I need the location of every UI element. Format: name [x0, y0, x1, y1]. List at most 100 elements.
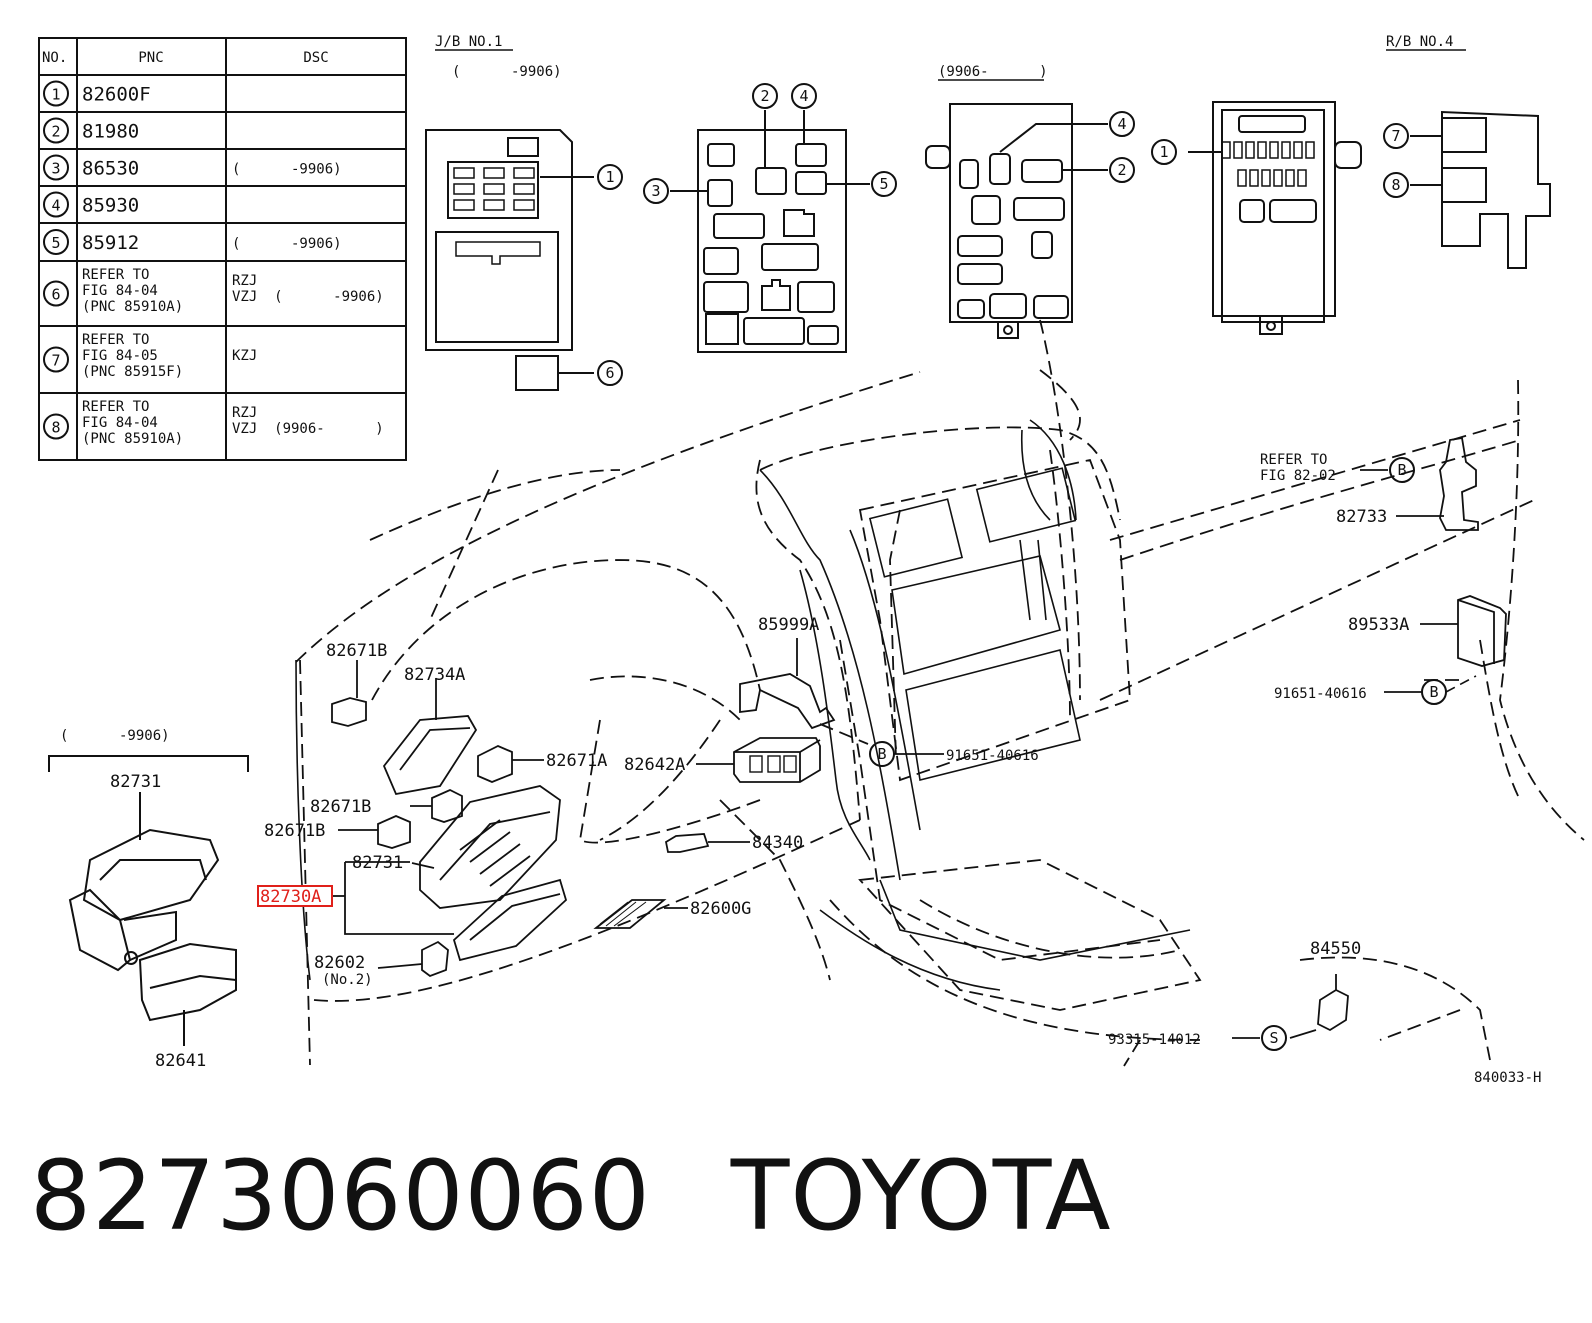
- mid-range: (9906- ): [938, 64, 1048, 80]
- legend-row-number: 2: [51, 123, 60, 141]
- legend-row-pnc: 81980: [82, 121, 139, 143]
- svg-text:6: 6: [605, 364, 614, 382]
- legend-row-dsc: ( -9906): [232, 236, 342, 252]
- legend-row-number-circle: [43, 80, 69, 107]
- legend-row-pnc: REFER TO: [82, 267, 149, 283]
- legend-row: 4 85930: [43, 191, 139, 218]
- callout-2-right: 2: [1109, 157, 1135, 183]
- letter-callouts: B B B S: [869, 457, 1477, 1051]
- legend-row-number: 5: [51, 234, 60, 252]
- legend-row-dsc: VZJ ( -9906): [232, 289, 384, 305]
- callout-b-mid: B: [869, 741, 895, 767]
- highlighted-part-82730A[interactable]: 82730A: [257, 885, 333, 907]
- legend-row-dsc: ( -9906): [232, 162, 342, 178]
- label-82671A: 82671A: [546, 751, 607, 771]
- svg-text:B: B: [877, 745, 886, 763]
- legend-row-number-circle: [43, 413, 69, 440]
- svg-text:1: 1: [605, 168, 614, 186]
- legend-row-number: 7: [51, 352, 60, 370]
- legend-row-number: 3: [51, 160, 60, 178]
- number-callouts: 1 6 2 4 3 5 4 2 1 7 8: [597, 83, 1409, 386]
- legend-row-number: 1: [51, 86, 60, 104]
- label-840033: 840033-H: [1474, 1070, 1541, 1086]
- legend-row-pnc: 82600F: [82, 84, 151, 106]
- label-91651-mid: 91651-40616: [946, 748, 1039, 764]
- label-82731-left: 82731: [110, 772, 161, 792]
- legend-row-dsc: RZJ: [232, 273, 257, 289]
- legend-header-pnc: PNC: [138, 50, 163, 66]
- caption-brand: TOYOTA: [730, 1140, 1112, 1252]
- svg-text:8: 8: [1391, 176, 1400, 194]
- legend-row-number-circle: [43, 229, 69, 255]
- svg-text:2: 2: [1117, 161, 1126, 179]
- callout-6-jb1: 6: [597, 360, 623, 386]
- callout-4-right: 4: [1109, 111, 1135, 137]
- right-parts: [1232, 436, 1507, 1039]
- label-82602-note: (No.2): [322, 972, 373, 988]
- label-82671B-3: 82671B: [264, 821, 325, 841]
- legend-header-no: NO.: [42, 50, 67, 66]
- label-82731-mid: 82731: [352, 853, 403, 873]
- svg-text:2: 2: [760, 87, 769, 105]
- legend-row-number-circle: [43, 191, 69, 218]
- junction-block-right: (9906- ): [925, 64, 1108, 339]
- legend-row-number: 4: [51, 197, 60, 215]
- label-refer-to: REFER TO: [1260, 452, 1327, 468]
- callout-2-center: 2: [752, 83, 778, 109]
- dashboard-parts: [331, 638, 836, 978]
- callout-8-rb4: 8: [1383, 172, 1409, 198]
- svg-text:3: 3: [651, 182, 660, 200]
- callout-4-center: 4: [791, 83, 817, 109]
- label-refer-fig: FIG 82-02: [1260, 468, 1336, 484]
- label-84550: 84550: [1310, 939, 1361, 959]
- callout-b-right: B: [1421, 679, 1447, 705]
- label-84340: 84340: [752, 833, 803, 853]
- legend-row-dsc: KZJ: [232, 348, 257, 364]
- label-82733: 82733: [1336, 507, 1387, 527]
- legend-row-pnc: 85930: [82, 195, 139, 217]
- label-82734A: 82734A: [404, 665, 465, 685]
- label-93315: 93315-14012: [1108, 1032, 1201, 1048]
- legend-row-pnc: 86530: [82, 158, 139, 180]
- legend-row-number-circle: [43, 154, 69, 181]
- callout-b-refer: B: [1389, 457, 1415, 483]
- junction-block-center: [670, 110, 870, 353]
- legend-row-pnc: (PNC 85915F): [82, 364, 183, 380]
- legend-row-pnc: (PNC 85910A): [82, 299, 183, 315]
- legend-row-pnc: 85912: [82, 232, 139, 254]
- legend-row-pnc: (PNC 85910A): [82, 431, 183, 447]
- callout-7-rb4: 7: [1383, 123, 1409, 149]
- legend-row-pnc: FIG 84-04: [82, 283, 158, 299]
- callout-s: S: [1261, 1025, 1287, 1051]
- dashboard-solid-lines: [295, 419, 1191, 991]
- legend-row: 3 86530 ( -9906): [43, 154, 342, 181]
- label-82671B-top: 82671B: [326, 641, 387, 661]
- callout-3-center: 3: [643, 178, 669, 204]
- jb1-range: ( -9906): [452, 64, 562, 80]
- legend-row-pnc: REFER TO: [82, 332, 149, 348]
- legend-row: 2 81980: [43, 117, 139, 144]
- svg-text:B: B: [1397, 461, 1406, 479]
- junction-block-1: J/B NO.1 ( -9906): [425, 34, 594, 391]
- legend-row-pnc: FIG 84-05: [82, 348, 158, 364]
- jb1-title: J/B NO.1: [435, 34, 502, 50]
- callout-1-jb1: 1: [597, 164, 623, 190]
- rb4-title: R/B NO.4: [1386, 34, 1453, 50]
- label-82642A: 82642A: [624, 755, 685, 775]
- relay-block-4: R/B NO.4: [1188, 34, 1551, 335]
- part-labels: 82671B 82734A 82671A 82642A 85999A 91651…: [264, 452, 1541, 1086]
- svg-text:4: 4: [799, 87, 808, 105]
- dashboard-outline: [295, 319, 1585, 1067]
- legend-row-number-circle: [43, 280, 69, 307]
- left-detail-range: ( -9906): [60, 728, 170, 744]
- legend-row-pnc: REFER TO: [82, 399, 149, 415]
- label-91651-right: 91651-40616: [1274, 686, 1367, 702]
- legend-row-number-circle: [43, 346, 69, 373]
- legend-row-number: 8: [51, 419, 60, 437]
- caption-part-number: 8273060060: [30, 1140, 651, 1252]
- legend-row-number-circle: [43, 117, 69, 144]
- svg-text:S: S: [1269, 1029, 1278, 1047]
